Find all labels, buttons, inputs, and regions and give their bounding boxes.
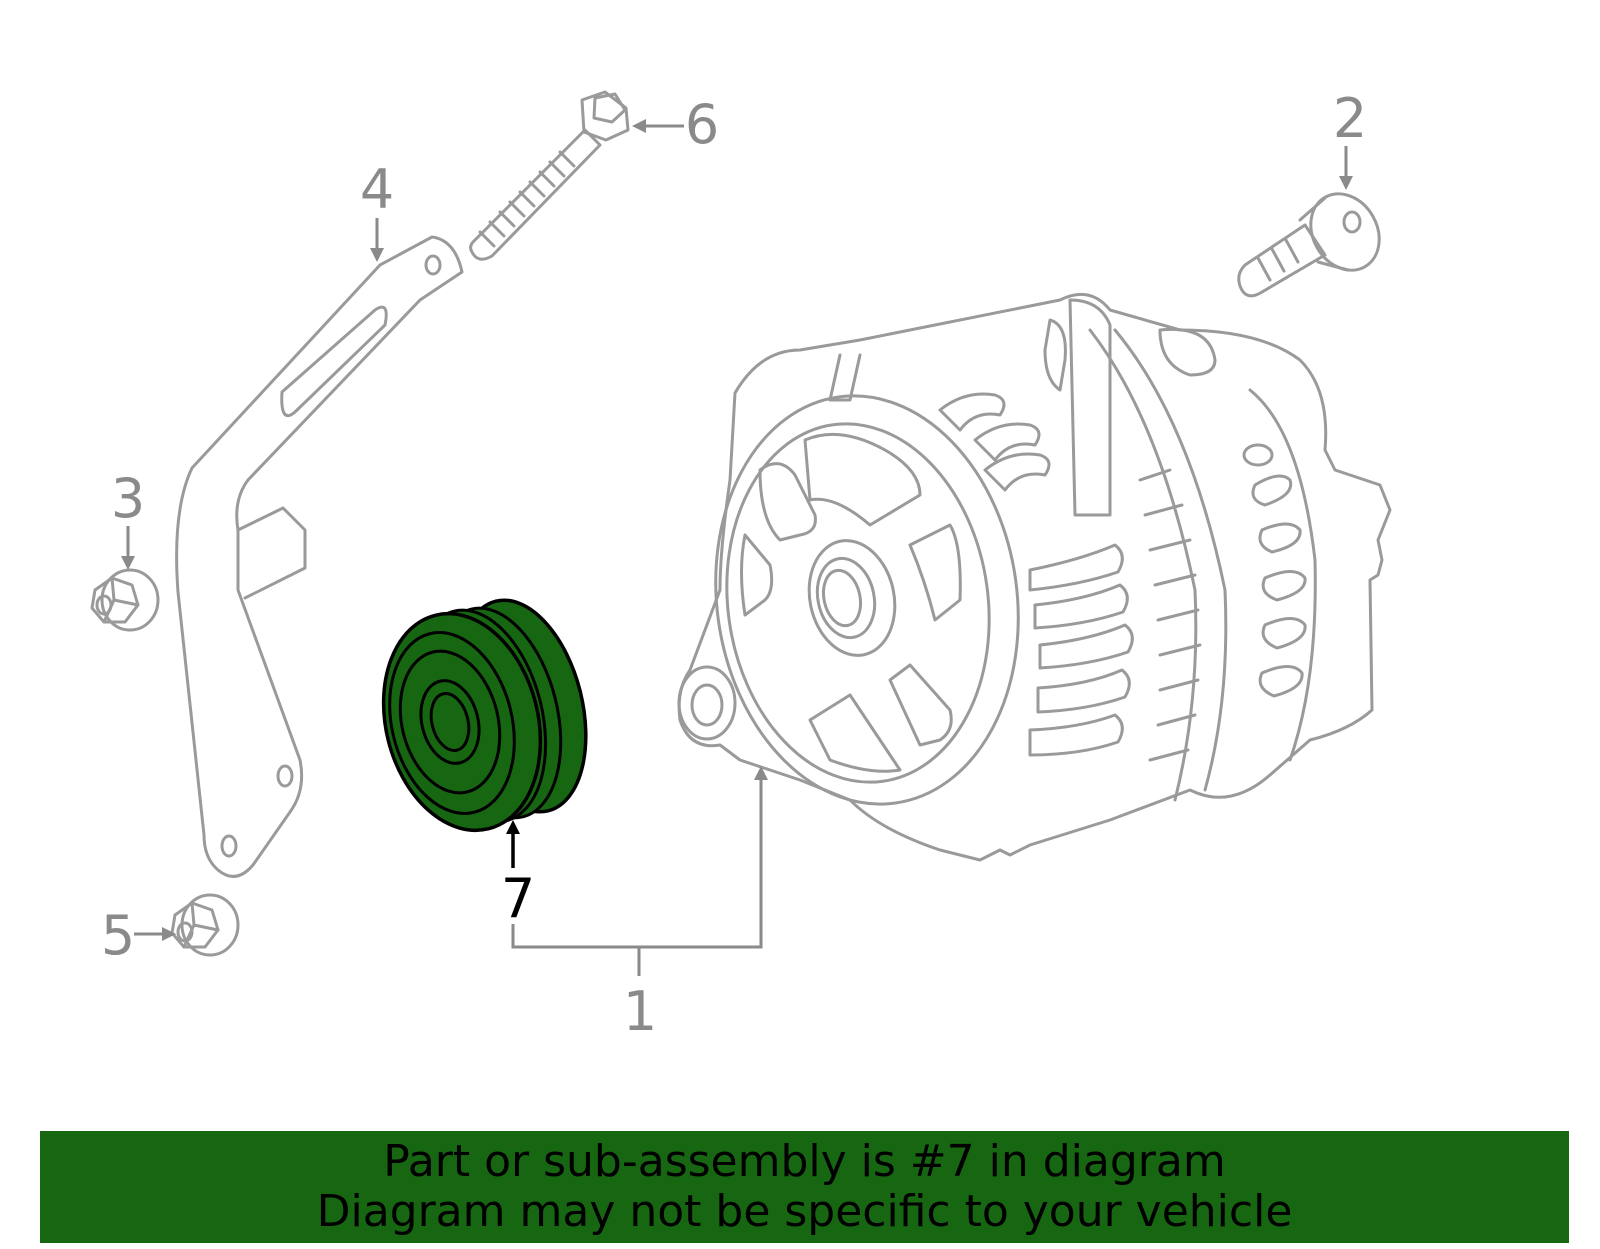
pulley-bore (429, 692, 471, 752)
callout-7[interactable]: 7 (501, 867, 535, 930)
callout-6[interactable]: 6 (685, 93, 719, 156)
pulley-front-face (381, 611, 543, 833)
banner-line-2: Diagram may not be specific to your vehi… (316, 1186, 1293, 1237)
leader-lines (121, 119, 1353, 976)
bolt-part-2[interactable] (1237, 181, 1393, 298)
banner-line-1: Part or sub-assembly is #7 in diagram (383, 1136, 1226, 1187)
callout-4[interactable]: 4 (360, 158, 394, 221)
alternator-part-1[interactable] (677, 292, 1392, 862)
pulley-hub-ring (419, 679, 481, 765)
info-banner: Part or sub-assembly is #7 in diagram Di… (40, 1131, 1569, 1243)
nut-part-3[interactable] (90, 568, 160, 632)
pulley-part-7[interactable] (362, 587, 607, 847)
pulley-web-ring (398, 649, 502, 795)
bracket-part-4[interactable] (175, 235, 464, 878)
nut-part-5[interactable] (170, 893, 240, 957)
callout-5[interactable]: 5 (101, 904, 135, 967)
callout-labels: 6 2 4 3 5 1 7 (101, 87, 1367, 1043)
bolt-part-6[interactable] (469, 90, 630, 261)
pulley-rim-ring (388, 631, 516, 815)
callout-3[interactable]: 3 (111, 467, 145, 530)
callout-1[interactable]: 1 (623, 980, 657, 1043)
callout-2[interactable]: 2 (1333, 87, 1367, 150)
